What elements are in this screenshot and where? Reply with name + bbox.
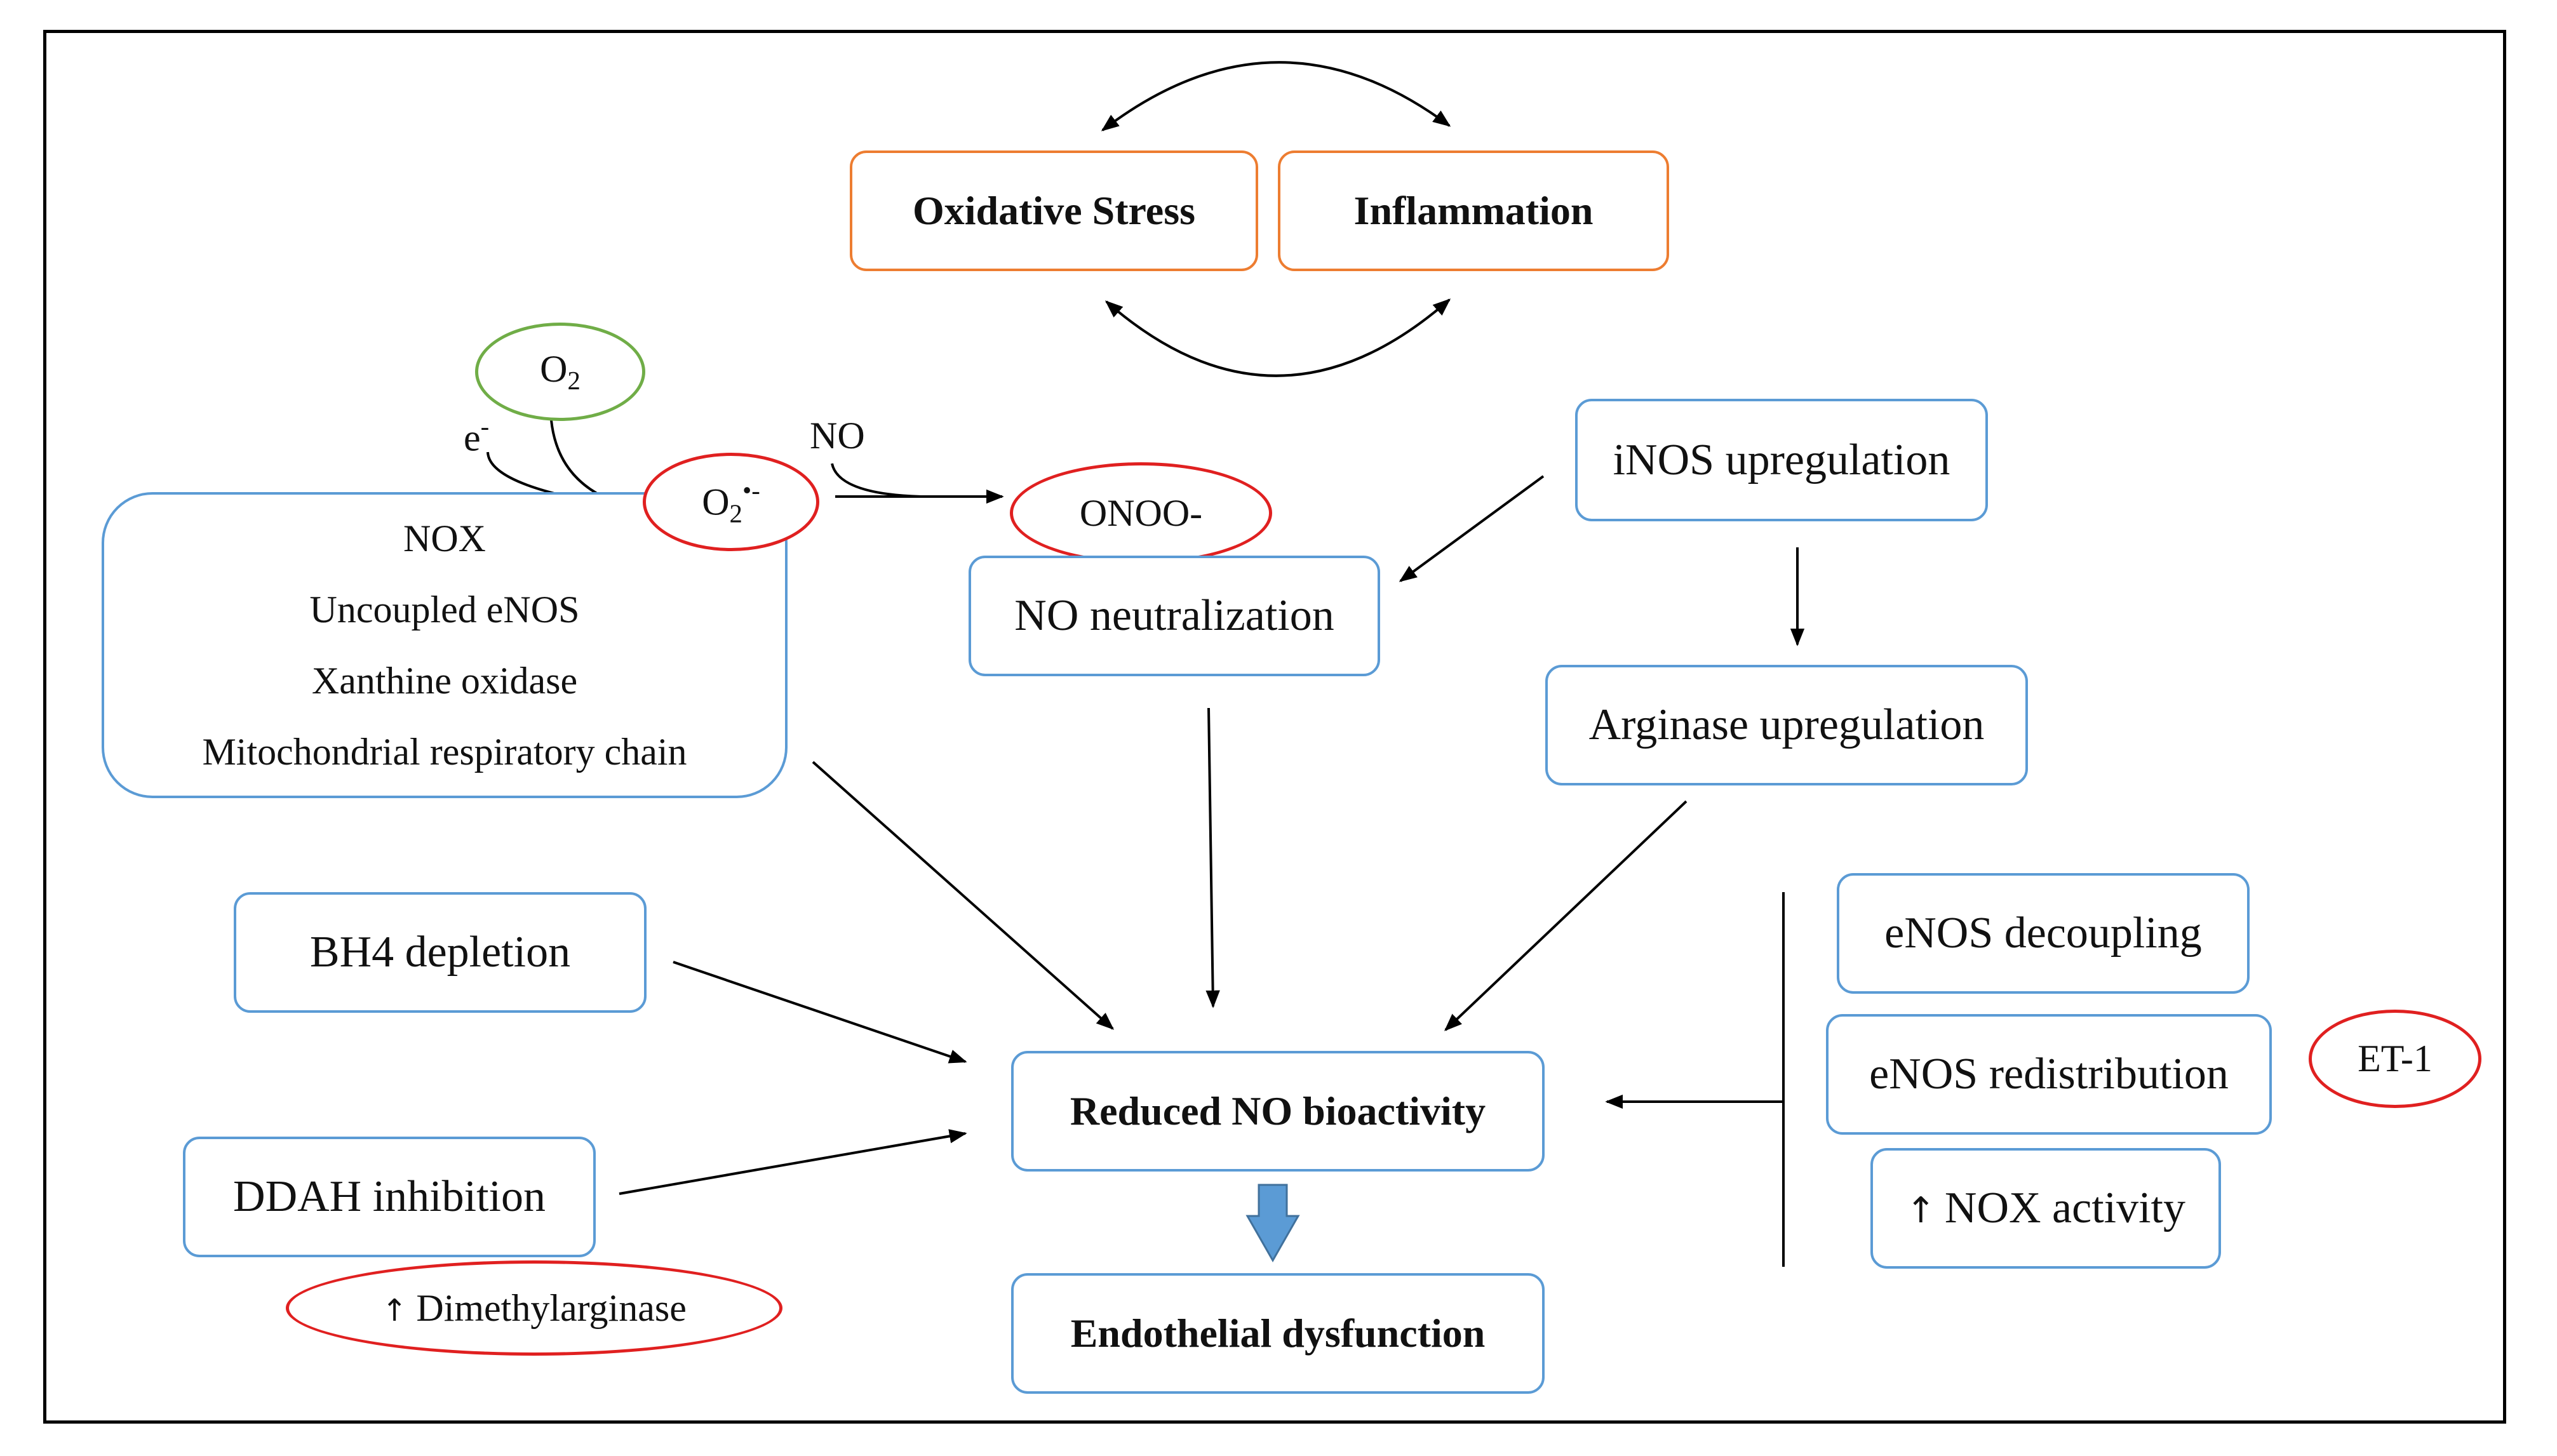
nox-activity-box: ↑NOX activity <box>1870 1148 2221 1269</box>
electron-label: e- <box>464 412 490 459</box>
ros-to-reduced-arrow <box>812 761 1115 1030</box>
inflammation-box: Inflammation <box>1278 150 1669 271</box>
enos-redistribution-label: eNOS redistribution <box>1869 1050 2229 1099</box>
no-neutralization-box: NO neutralization <box>969 556 1380 676</box>
inos-upregulation-box: iNOS upregulation <box>1575 399 1988 521</box>
superoxide-label: O2•- <box>702 476 760 528</box>
superoxide-ellipse: O2•- <box>643 453 819 551</box>
ddah-inhibition-box: DDAH inhibition <box>183 1137 596 1257</box>
inos-upregulation-label: iNOS upregulation <box>1613 435 1950 484</box>
enos-decoupling-label: eNOS decoupling <box>1884 909 2202 958</box>
ddah-to-reduced-arrow <box>619 1129 967 1195</box>
ddah-inhibition-label: DDAH inhibition <box>233 1172 546 1221</box>
enos-decoupling-box: eNOS decoupling <box>1837 873 2250 994</box>
nox-activity-label: ↑NOX activity <box>1905 1184 2185 1232</box>
inflammation-label: Inflammation <box>1353 188 1594 233</box>
up-arrow-icon: ↑ <box>382 1292 408 1328</box>
oxygen-label: O2 <box>540 348 581 396</box>
endothelial-dysfunction-box: Endothelial dysfunction <box>1011 1273 1545 1394</box>
dimethylarginase-ellipse: ↑Dimethylarginase <box>286 1260 782 1356</box>
cycle-arc-top <box>1101 61 1451 131</box>
no-neutralization-label: NO neutralization <box>1014 591 1334 640</box>
inos-to-neutralization-arrow <box>1399 475 1545 582</box>
ros-source-xanthine-oxidase: Xanthine oxidase <box>311 660 578 702</box>
up-arrow-icon: ↑ <box>1905 1190 1936 1231</box>
et1-ellipse: ET-1 <box>2309 1010 2481 1108</box>
neutralization-to-reduced-arrow <box>1205 707 1220 1008</box>
block-down-arrow <box>1245 1184 1300 1263</box>
arginase-upregulation-label: Arginase upregulation <box>1588 700 1985 749</box>
reduced-no-bioactivity-box: Reduced NO bioactivity <box>1011 1051 1545 1172</box>
nitric-oxide-label: NO <box>810 415 865 457</box>
oxidative-stress-box: Oxidative Stress <box>850 150 1258 271</box>
reduced-no-bioactivity-label: Reduced NO bioactivity <box>1070 1088 1486 1133</box>
dimethylarginase-label: ↑Dimethylarginase <box>382 1286 687 1329</box>
bh4-to-reduced-arrow <box>673 961 967 1064</box>
bh4-depletion-box: BH4 depletion <box>234 892 647 1013</box>
no-merge-curve <box>831 463 922 498</box>
ros-source-mitochondrial-chain: Mitochondrial respiratory chain <box>202 731 687 773</box>
endothelial-dysfunction-label: Endothelial dysfunction <box>1070 1311 1486 1356</box>
ros-source-uncoupled-enos: Uncoupled eNOS <box>309 589 580 631</box>
enos-redistribution-box: eNOS redistribution <box>1826 1014 2272 1135</box>
arginase-to-reduced-arrow <box>1444 800 1688 1031</box>
et1-label: ET-1 <box>2358 1038 2433 1079</box>
arginase-upregulation-box: Arginase upregulation <box>1545 665 2028 785</box>
ros-sources-box: NOX Uncoupled eNOS Xanthine oxidase Mito… <box>102 492 788 798</box>
cycle-arc-bottom <box>1104 298 1451 377</box>
peroxynitrite-ellipse: ONOO- <box>1010 462 1272 564</box>
oxidative-stress-label: Oxidative Stress <box>912 188 1196 233</box>
ros-source-nox: NOX <box>403 518 486 559</box>
oxygen-ellipse: O2 <box>475 323 645 421</box>
diagram-frame <box>43 30 2506 1424</box>
peroxynitrite-label: ONOO- <box>1079 491 1203 534</box>
bh4-depletion-label: BH4 depletion <box>309 928 571 977</box>
